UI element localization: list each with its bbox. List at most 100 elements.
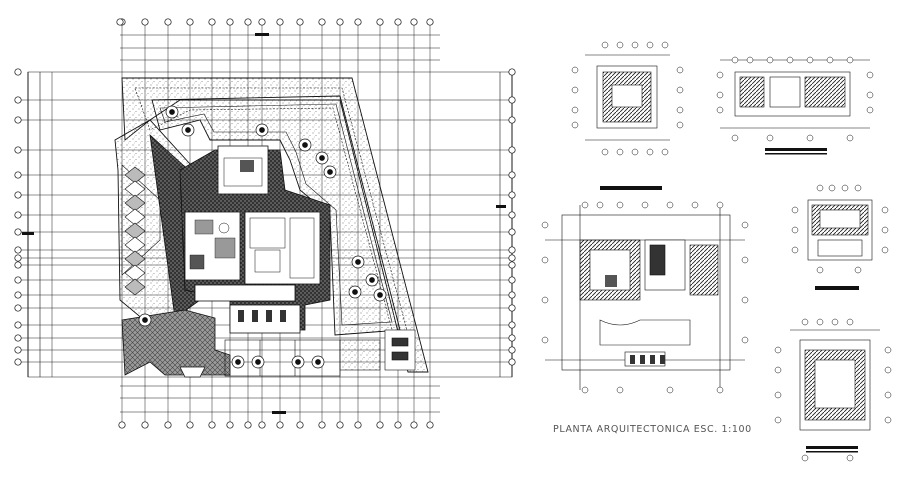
axis-bubble — [14, 358, 22, 366]
axis-bubble — [508, 96, 516, 104]
axis-bubble — [774, 391, 782, 399]
axis-bubble — [276, 421, 284, 429]
detail-axes — [541, 41, 892, 462]
axis-bubble — [766, 134, 774, 142]
axis-bubble — [601, 148, 609, 156]
axis-bubble — [866, 71, 874, 79]
axis-bubble — [846, 318, 854, 326]
axis-bubble — [741, 221, 749, 229]
axis-bubble — [508, 254, 516, 262]
axis-bubble — [226, 421, 234, 429]
axis-bubble — [816, 318, 824, 326]
axis-bubble — [244, 421, 252, 429]
detail-plan-4 — [790, 329, 880, 453]
detail-plan-2 — [720, 59, 870, 155]
detail-plan-3 — [807, 199, 873, 290]
tree-trunk — [315, 359, 321, 365]
axis-bubble — [801, 318, 809, 326]
axis-bubble — [676, 66, 684, 74]
axis-bubble — [410, 421, 418, 429]
axis-bubble — [646, 148, 654, 156]
tree-trunk — [352, 289, 358, 295]
axis-bubble — [774, 366, 782, 374]
axis-bubble — [14, 276, 22, 284]
axis-bubble — [571, 86, 579, 94]
axis-bubble — [508, 261, 516, 269]
axis-bubble — [731, 56, 739, 64]
axis-bubble — [791, 226, 799, 234]
axis-bubble — [596, 201, 604, 209]
axis-bubble — [226, 18, 234, 26]
axis-bubble — [676, 121, 684, 129]
axis-bubble — [508, 211, 516, 219]
axis-bubble — [14, 346, 22, 354]
axis-bubble — [296, 421, 304, 429]
axis-bubble — [571, 106, 579, 114]
axis-bubble — [14, 191, 22, 199]
axis-bubble — [426, 421, 434, 429]
tree-trunk — [259, 127, 265, 133]
axis-bubble — [258, 18, 266, 26]
stair-diamond — [124, 278, 146, 296]
axis-bubble — [141, 421, 149, 429]
axis-bubble — [676, 106, 684, 114]
axis-bubble — [616, 201, 624, 209]
axis-bubble — [774, 346, 782, 354]
axis-bubble — [666, 201, 674, 209]
floor-plan-large — [545, 205, 745, 390]
axis-bubble — [508, 191, 516, 199]
axis-bubble — [141, 18, 149, 26]
axis-bubble — [716, 71, 724, 79]
axis-bubble — [116, 18, 124, 26]
axis-bubble — [846, 56, 854, 64]
axis-bubble — [731, 134, 739, 142]
axis-bubble — [854, 266, 862, 274]
axis-bubble — [831, 318, 839, 326]
axis-bubble — [394, 18, 402, 26]
axis-bubble — [791, 246, 799, 254]
detail-plan-1 — [585, 54, 670, 190]
axis-bubble — [14, 228, 22, 236]
axis-bubble — [118, 421, 126, 429]
axis-bubble — [581, 201, 589, 209]
axis-bubble — [508, 246, 516, 254]
axis-bubble — [816, 184, 824, 192]
tree-trunk — [185, 127, 191, 133]
axis-bubble — [691, 201, 699, 209]
axis-bubble — [508, 358, 516, 366]
axis-bubble — [641, 201, 649, 209]
axis-bubble — [296, 18, 304, 26]
axis-bubble — [14, 211, 22, 219]
axis-bubble — [508, 304, 516, 312]
axis-bubble — [801, 454, 809, 462]
axis-bubble — [884, 346, 892, 354]
axis-bubble — [661, 41, 669, 49]
axis-bubble — [276, 18, 284, 26]
axis-bubble — [866, 106, 874, 114]
axis-bubble — [508, 228, 516, 236]
axis-bubble — [716, 386, 724, 394]
axis-bubble — [791, 206, 799, 214]
axis-bubble — [14, 291, 22, 299]
axis-bubble — [14, 304, 22, 312]
axis-bubble — [884, 391, 892, 399]
axis-bubble — [884, 416, 892, 424]
tree-trunk — [327, 169, 333, 175]
axis-bubble — [806, 56, 814, 64]
axis-bubble — [376, 18, 384, 26]
axis-bubble — [508, 291, 516, 299]
axis-bubble — [14, 261, 22, 269]
axis-bubble — [881, 226, 889, 234]
axis-bubble — [426, 18, 434, 26]
axis-bubble — [581, 386, 589, 394]
axis-bubble — [631, 41, 639, 49]
axis-bubble — [846, 134, 854, 142]
axis-bubble — [258, 421, 266, 429]
axis-bubble — [716, 106, 724, 114]
axis-bubble — [766, 56, 774, 64]
axis-bubble — [508, 334, 516, 342]
tree-trunk — [319, 155, 325, 161]
axis-bubble — [616, 148, 624, 156]
